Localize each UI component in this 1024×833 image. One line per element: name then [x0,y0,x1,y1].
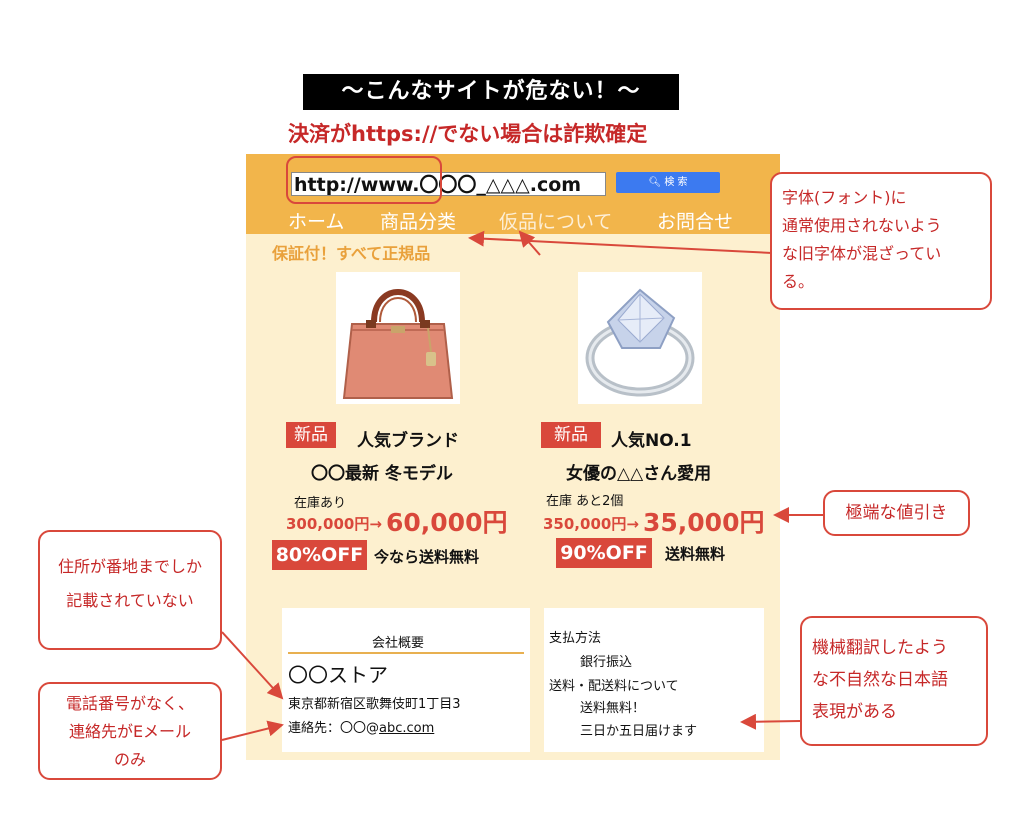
shipping-free: 送料無料！ [580,701,646,716]
callout-line: 記載されていない [66,591,194,610]
search-button[interactable]: 🔍︎ 検 索 [616,172,720,193]
product-name-line1[interactable]: 人気ブランド [357,431,459,451]
handbag-image[interactable] [336,272,460,404]
diamond-ring-icon [585,288,695,397]
callout-translation: 機械翻訳したよう な不自然な日本語 表現がある [800,616,988,746]
callout-line: 極端な値引き [845,503,948,523]
discount-badge: 90%OFF [556,538,652,568]
price-sale: 60,000円 [386,508,508,537]
store-contact: 連絡先：〇〇@abc.com [288,717,434,736]
new-badge: 新品 [286,422,336,448]
product-name-line2[interactable]: 女優の△△さん愛用 [566,464,712,484]
price-sale: 35,000円 [643,508,765,537]
divider [288,652,524,654]
callout-line: な旧字体が混ざってい [782,244,942,263]
callout-line: 住所が番地までしか [57,557,202,576]
shipping-note: 今なら送料無料 [374,548,480,566]
shipping-heading: 送料・配送料について [549,679,679,694]
store-address: 東京都新宿区歌舞伎町1丁目3 [288,697,461,712]
callout-phone: 電話番号がなく、 連絡先がEメール のみ [38,682,222,780]
new-badge: 新品 [541,422,601,448]
company-heading: 会社概要 [372,636,425,651]
contact-email-link[interactable]: abc.com [379,721,435,736]
discount-badge: 80%OFF [272,540,367,570]
guarantee-text: 保証付！すべて正規品 [272,244,431,263]
callout-line: 字体(フォント)に [782,188,907,207]
callout-line: 機械翻訳したよう [812,638,948,658]
payment-card [544,608,764,752]
shipping-note: 送料無料 [665,545,726,563]
product-name-line1[interactable]: 人気NO.1 [611,431,692,451]
nav-home[interactable]: ホーム [288,211,345,233]
url-bar[interactable]: http://www.〇〇〇_△△△.com [291,172,606,196]
store-name: 〇〇ストア [288,663,388,687]
nav-categories[interactable]: 商品分类 [380,211,457,233]
callout-line: 通常使用されないよう [782,216,942,235]
nav-about[interactable]: 仮品について [499,211,613,233]
nav-contact[interactable]: お問合せ [657,211,734,233]
payment-heading: 支払方法 [549,631,602,646]
contact-label: 連絡先：〇〇@ [288,721,380,736]
callout-line: 表現がある [812,702,897,722]
company-card [282,608,530,752]
stock-status: 在庫 あと2個 [546,494,624,509]
callout-line: る。 [782,272,815,291]
delivery-note: 三日か五日届けます [580,724,698,739]
headline-banner: 〜こんなサイトが危ない！〜 [303,74,679,110]
price-original: 350,000円→ [543,515,639,533]
payment-method: 銀行振込 [580,655,633,670]
callout-address: 住所が番地までしか 記載されていない [38,530,222,650]
stock-status: 在庫あり [294,496,347,511]
callout-font: 字体(フォント)に 通常使用されないよう な旧字体が混ざってい る。 [770,172,992,310]
callout-line: な不自然な日本語 [812,670,948,690]
ring-image[interactable] [578,272,702,404]
handbag-icon [342,289,454,399]
https-warning: 決済がhttps://でない場合は詐欺確定 [288,122,648,146]
url-highlight-circle [286,156,442,204]
product-name-line2[interactable]: 〇〇最新 冬モデル [311,464,453,484]
price-original: 300,000円→ [286,515,382,533]
callout-line: 電話番号がなく、 [65,694,194,713]
callout-line: のみ [113,750,146,769]
callout-discount: 極端な値引き [823,490,970,536]
search-button-label: 検 索 [664,177,688,188]
search-icon: 🔍︎ [648,177,662,188]
callout-line: 連絡先がEメール [68,722,192,741]
